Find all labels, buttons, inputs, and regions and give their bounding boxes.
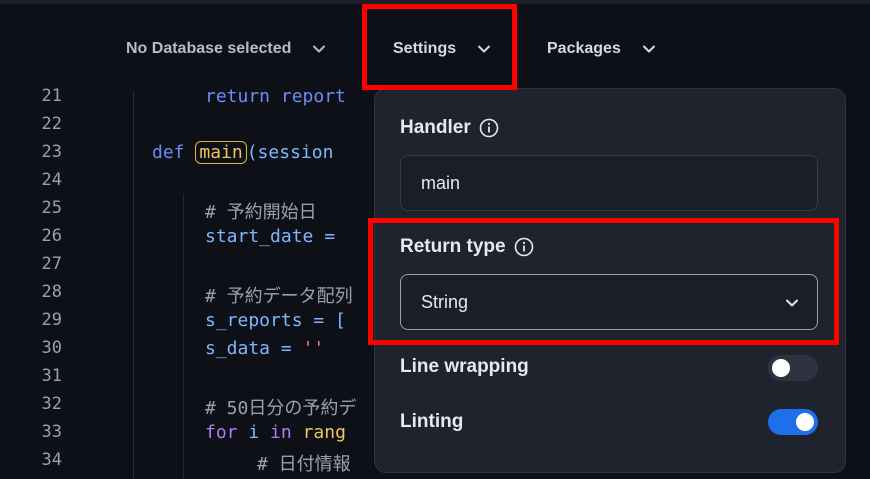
handler-input[interactable]: main (400, 155, 818, 211)
return-type-value: String (421, 291, 469, 312)
string-literal: '' (302, 338, 325, 359)
info-icon[interactable] (479, 118, 499, 138)
code-line: for i in rang (205, 422, 346, 443)
line-wrapping-label: Line wrapping (400, 356, 529, 377)
code-line: def main(session (152, 141, 334, 164)
info-icon[interactable] (514, 237, 534, 257)
indent-guide (183, 194, 184, 479)
chevron-down-icon (641, 41, 657, 57)
keyword: def (152, 142, 196, 163)
line-number: 30 (41, 338, 62, 358)
chevron-down-icon (476, 41, 492, 57)
keyword: for (205, 422, 249, 443)
database-selector-label: No Database selected (126, 40, 292, 57)
code-comment: # 日付情報 (257, 454, 351, 475)
line-number: 31 (41, 366, 62, 386)
builtin: rang (302, 422, 346, 443)
database-selector[interactable]: No Database selected (126, 40, 327, 58)
chevron-down-icon (311, 41, 327, 57)
code-line: return report (205, 86, 346, 107)
line-number: 29 (41, 310, 62, 330)
line-number: 25 (41, 198, 62, 218)
toggle-knob (772, 359, 790, 377)
line-number: 32 (41, 394, 62, 414)
line-number: 26 (41, 226, 62, 246)
return-type-label-text: Return type (400, 236, 506, 257)
line-number: 23 (41, 142, 62, 162)
settings-menu-label: Settings (393, 40, 457, 57)
code-comment: # 予約開始日 (205, 202, 317, 223)
line-number: 27 (41, 254, 62, 274)
code-line: start_date = (205, 226, 336, 247)
toggle-knob (796, 413, 814, 431)
settings-menu-button[interactable]: Settings (393, 40, 492, 58)
settings-highlight-box (362, 4, 517, 90)
linting-label: Linting (400, 411, 464, 432)
line-number: 34 (41, 450, 62, 470)
handler-label-text: Handler (400, 117, 471, 138)
keyword: in (259, 422, 303, 443)
code-line: s_reports = [ (205, 310, 346, 331)
line-number: 33 (41, 422, 62, 442)
code-text: i (248, 422, 260, 443)
indent-guide (133, 92, 134, 479)
packages-menu-label: Packages (547, 40, 621, 57)
code-text: s_data = (205, 338, 303, 359)
code-line: s_data = '' (205, 338, 324, 359)
line-wrapping-toggle[interactable] (768, 355, 818, 381)
chevron-down-icon (783, 294, 801, 317)
code-comment: # 予約データ配列 (205, 286, 353, 307)
line-number: 21 (41, 86, 62, 106)
return-type-highlight-box (368, 218, 839, 345)
handler-label: Handler (400, 117, 499, 139)
code-comment: # 50日分の予約デ (205, 398, 357, 419)
return-type-label: Return type (400, 236, 534, 258)
function-name-highlight: main (195, 141, 247, 164)
packages-menu-button[interactable]: Packages (547, 40, 657, 58)
toolbar: No Database selected Settings Packages (0, 4, 870, 92)
line-number: 22 (41, 114, 62, 134)
code-text: (session (246, 142, 334, 163)
line-number: 24 (41, 170, 62, 190)
top-border (0, 0, 870, 4)
line-number: 28 (41, 282, 62, 302)
settings-panel: Handler main Return type String Line wra… (374, 88, 846, 473)
return-type-select[interactable]: String (400, 274, 818, 330)
linting-toggle[interactable] (768, 409, 818, 435)
